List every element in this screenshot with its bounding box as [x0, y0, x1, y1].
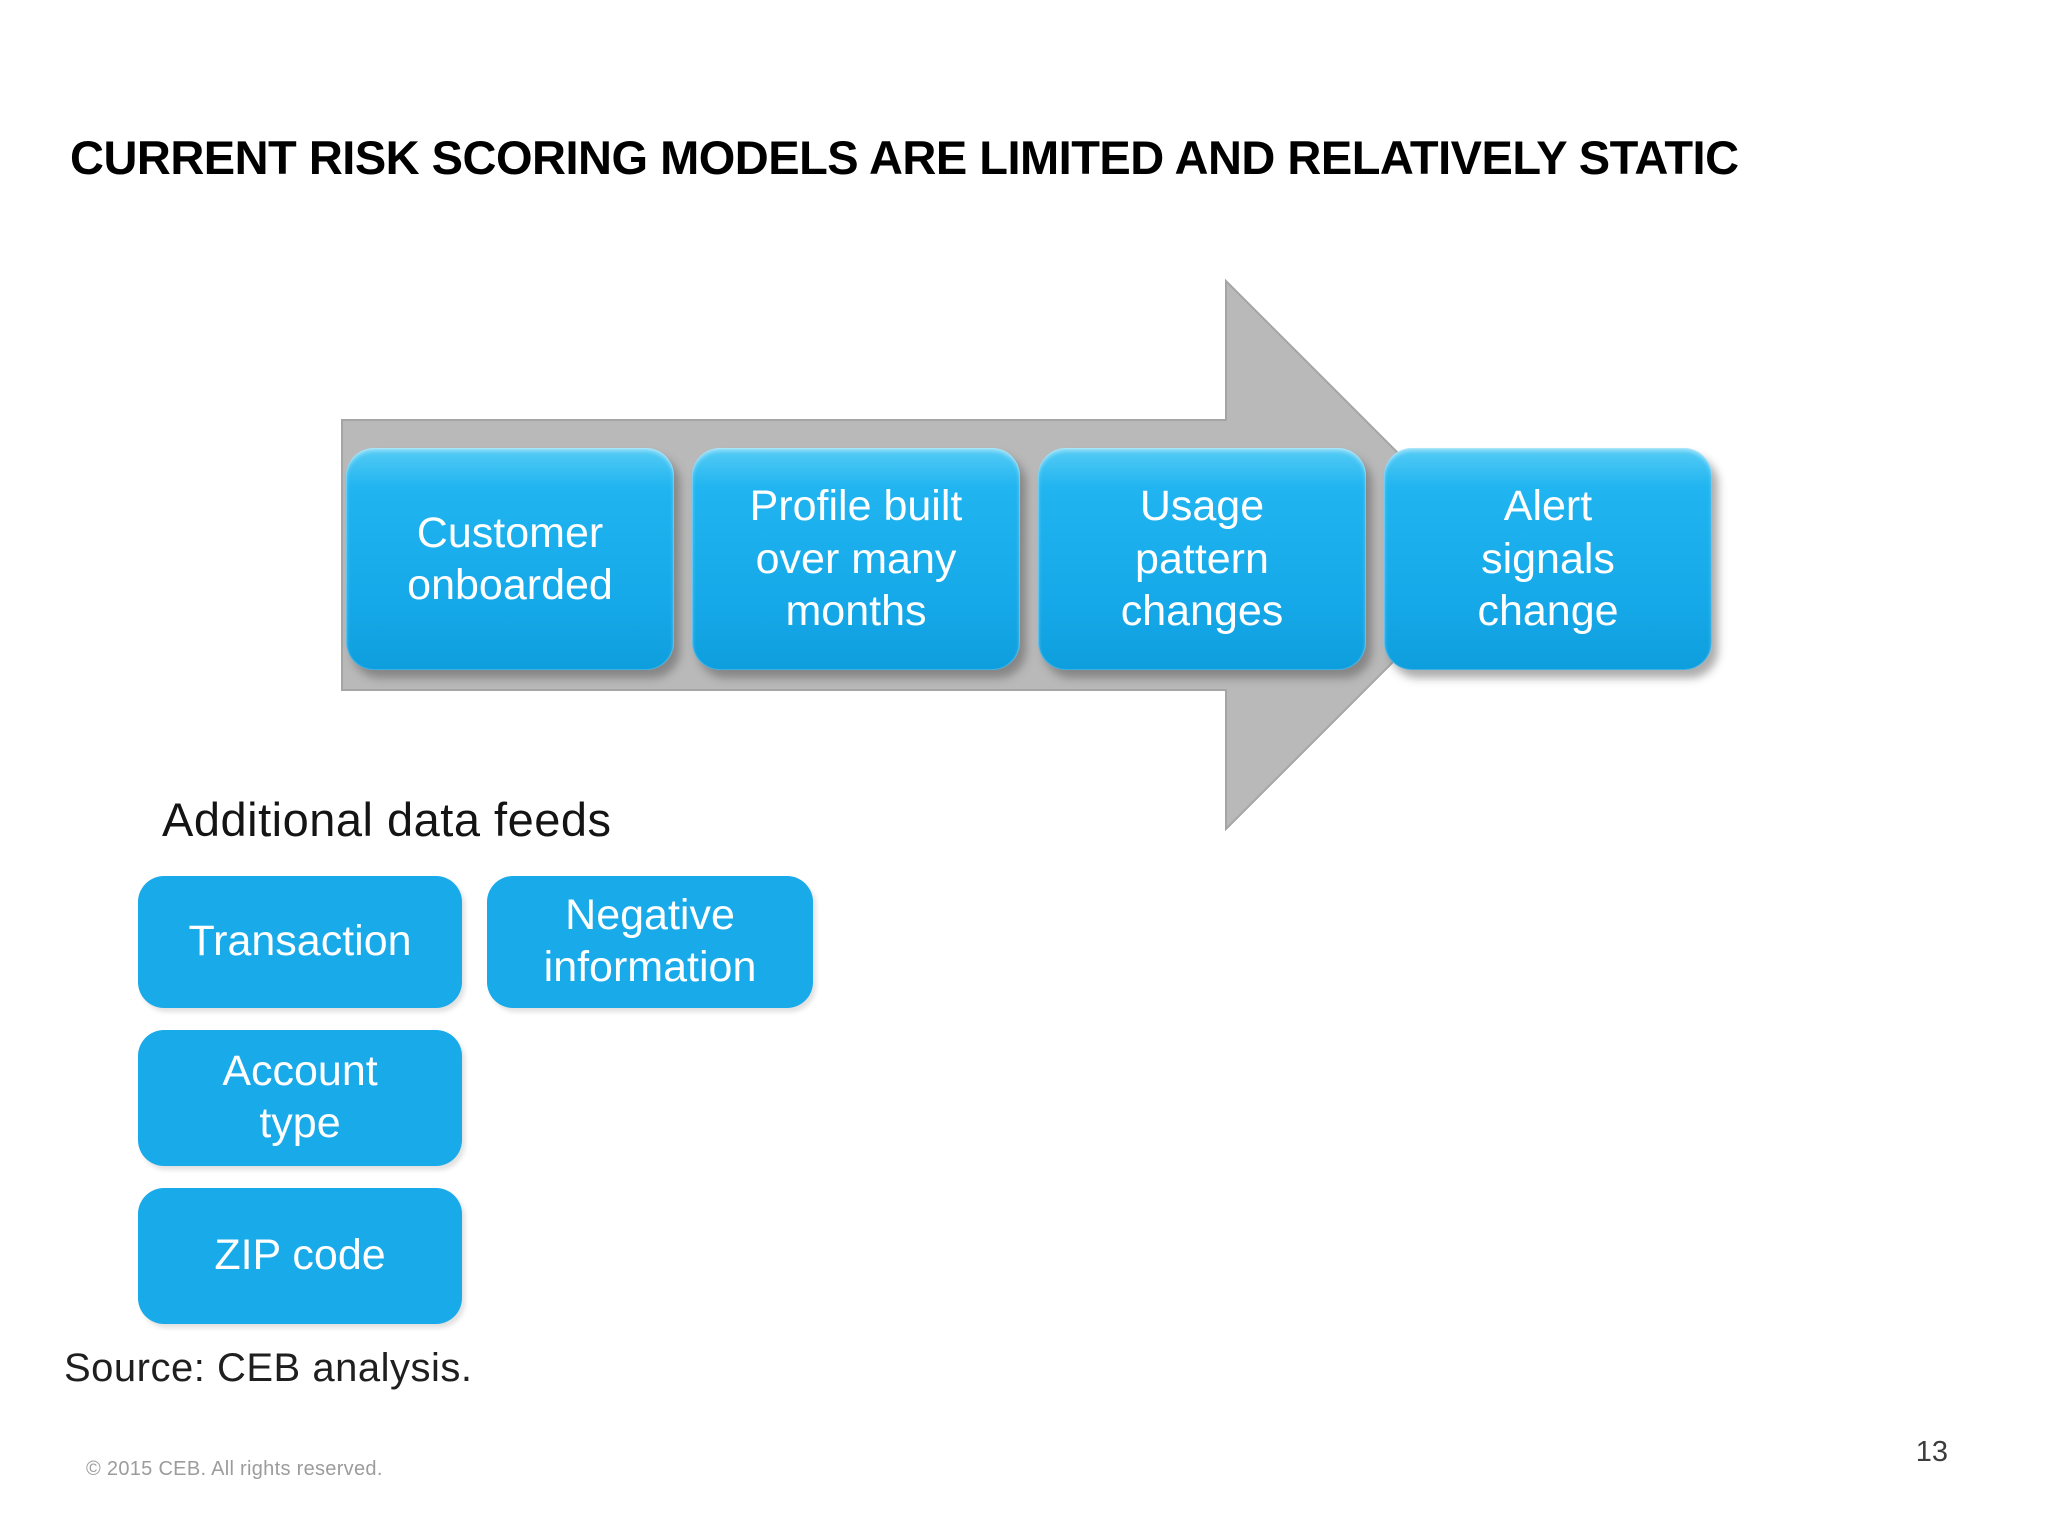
flow-step-usage-pattern: Usage pattern changes	[1038, 448, 1366, 670]
flow-step-alert-signals: Alert signals change	[1384, 448, 1712, 670]
feed-box-label: ZIP code	[214, 1231, 386, 1280]
feed-box-zip-code: ZIP code	[138, 1188, 462, 1324]
flow-step-profile-built: Profile built over many months	[692, 448, 1020, 670]
copyright-notice: © 2015 CEB. All rights reserved.	[86, 1458, 383, 1480]
flow-step-label: Customer onboarded	[407, 508, 613, 609]
flow-step-label: Profile built over many months	[749, 482, 963, 636]
flow-step-label: Alert signals change	[1477, 482, 1619, 636]
feed-box-label: Negative information	[543, 891, 757, 991]
feed-box-account-type: Account type	[138, 1030, 462, 1166]
data-feeds-heading: Additional data feeds	[162, 793, 612, 846]
page-number: 13	[1915, 1436, 1948, 1468]
feed-box-label: Transaction	[188, 917, 412, 966]
feed-box-transaction: Transaction	[138, 876, 462, 1008]
feed-box-label: Account type	[222, 1047, 378, 1147]
flow-step-label: Usage pattern changes	[1120, 482, 1284, 636]
source-note: Source: CEB analysis.	[64, 1346, 473, 1390]
feed-box-negative-information: Negative information	[487, 876, 813, 1008]
slide-title: CURRENT RISK SCORING MODELS ARE LIMITED …	[70, 131, 1739, 184]
flow-step-customer-onboarded: Customer onboarded	[346, 448, 674, 670]
